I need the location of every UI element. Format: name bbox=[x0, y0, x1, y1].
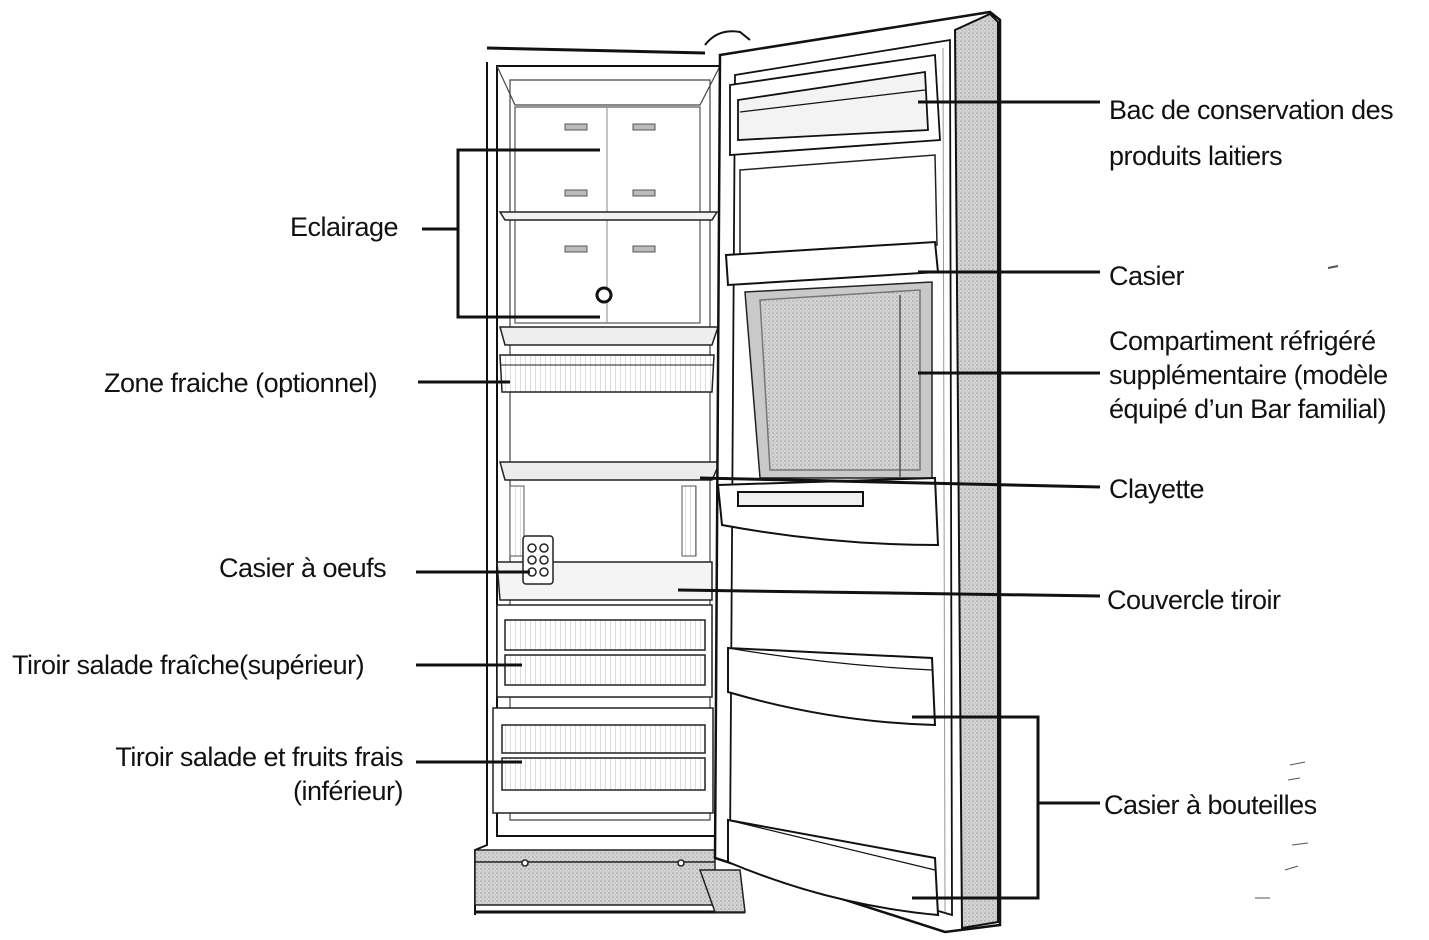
label-tiroir-inferieur-line1: Tiroir salade et fruits frais bbox=[115, 742, 403, 772]
bottle-rack-lower bbox=[727, 818, 940, 917]
label-bac-conservation-line1: Bac de conservation des bbox=[1109, 95, 1394, 125]
label-compartiment-line3: équipé d’un Bar familial) bbox=[1109, 394, 1387, 424]
dairy-compartment bbox=[729, 53, 941, 156]
leader-lines bbox=[416, 100, 1101, 900]
label-compartiment-line2: supplémentaire (modèle bbox=[1109, 360, 1388, 390]
door-shelf-clayette bbox=[716, 476, 940, 547]
home-bar-compartment bbox=[744, 281, 933, 479]
base-grill bbox=[474, 849, 746, 913]
light-vents bbox=[564, 123, 656, 253]
side-vents bbox=[509, 485, 697, 557]
bottle-rack-upper bbox=[727, 646, 937, 727]
label-bac-conservation: Bac de conservation des produits laitier… bbox=[1109, 93, 1394, 173]
scan-specks bbox=[1255, 265, 1339, 899]
egg-tray-icon bbox=[522, 535, 554, 585]
upper-crisper-drawer bbox=[496, 604, 713, 698]
label-clayette: Clayette bbox=[1109, 474, 1205, 504]
label-couvercle-tiroir: Couvercle tiroir bbox=[1107, 585, 1281, 615]
door-wall-lines bbox=[942, 47, 946, 913]
top-shelf bbox=[498, 211, 719, 221]
light-switch bbox=[595, 286, 613, 304]
zone-fraiche-drawer bbox=[499, 354, 715, 393]
label-tiroir-inferieur-line2: (inférieur) bbox=[292, 776, 404, 806]
label-tiroir-inferieur: Tiroir salade et fruits frais (inférieur… bbox=[80, 740, 403, 808]
label-casier-bouteilles: Casier à bouteilles bbox=[1104, 790, 1317, 820]
lower-crisper-drawer bbox=[492, 707, 714, 814]
label-compartiment-line1: Compartiment réfrigéré bbox=[1109, 326, 1376, 356]
door-inner-panel bbox=[739, 154, 938, 256]
label-casier: Casier bbox=[1109, 261, 1185, 291]
label-zone-fraiche: Zone fraiche (optionnel) bbox=[104, 368, 378, 398]
label-tiroir-superieur: Tiroir salade fraîche(supérieur) bbox=[12, 650, 365, 680]
middle-shelf bbox=[499, 461, 722, 481]
label-casier-oeufs: Casier à oeufs bbox=[219, 553, 387, 583]
label-compartiment: Compartiment réfrigéré supplémentaire (m… bbox=[1109, 324, 1388, 426]
label-eclairage: Eclairage bbox=[290, 212, 399, 242]
shelf-2 bbox=[499, 326, 720, 346]
label-bac-conservation-line2: produits laitiers bbox=[1109, 141, 1283, 171]
